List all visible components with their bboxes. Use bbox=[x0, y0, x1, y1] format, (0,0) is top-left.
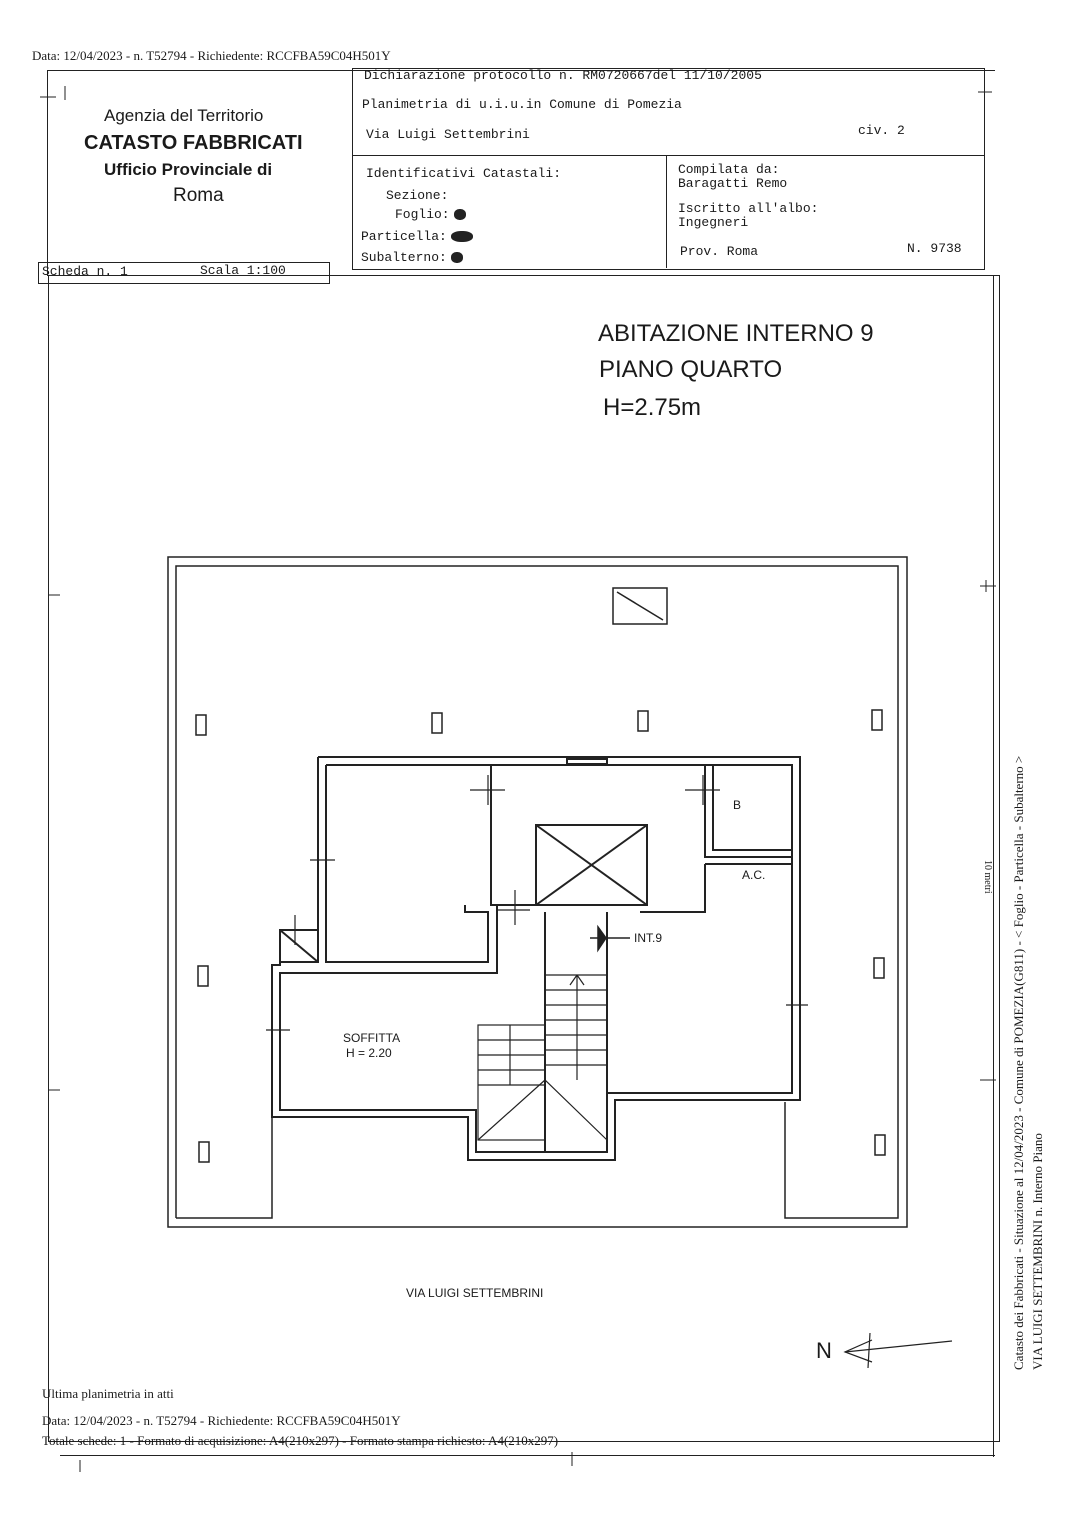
particella-label: Particella: bbox=[361, 229, 447, 244]
plan-title: ABITAZIONE INTERNO 9 bbox=[598, 320, 874, 347]
footer-format: Totale schede: 1 - Formato di acquisizio… bbox=[42, 1433, 559, 1448]
door-marks bbox=[266, 775, 808, 1031]
compiled-name: Baragatti Remo bbox=[678, 176, 788, 191]
vents bbox=[195, 709, 886, 1163]
request-line: Data: 12/04/2023 - n. T52794 - Richieden… bbox=[32, 48, 391, 63]
header-info-box bbox=[352, 68, 985, 270]
room-b-label: B bbox=[733, 798, 742, 812]
scala: Scala 1:100 bbox=[200, 263, 286, 278]
soffitta-height: H = 2.20 bbox=[346, 1046, 392, 1060]
agency-catasto: CATASTO FABBRICATI bbox=[84, 132, 303, 154]
north-arrow-icon bbox=[843, 1332, 953, 1369]
header-divider bbox=[352, 155, 985, 156]
scale-bar-label: 10 metri bbox=[982, 860, 993, 894]
street-label: VIA LUIGI SETTEMBRINI bbox=[406, 1286, 544, 1300]
terrace-inner-left bbox=[176, 1118, 273, 1219]
header-vdivider bbox=[666, 155, 667, 268]
drawing-frame bbox=[48, 275, 1000, 1442]
compiled-label: Compilata da: bbox=[678, 162, 780, 177]
agency-name: Agenzia del Territorio bbox=[104, 106, 264, 125]
foglio-label: Foglio: bbox=[395, 207, 450, 222]
stairs bbox=[477, 974, 608, 1141]
redaction bbox=[450, 231, 473, 243]
plan-floor: PIANO QUARTO bbox=[599, 356, 783, 383]
ident-title: Identificativi Catastali: bbox=[366, 166, 562, 181]
declaration: Dichiarazione protocollo n. RM0720667del… bbox=[364, 68, 762, 83]
registration-number: N. 9738 bbox=[907, 241, 962, 256]
redaction bbox=[453, 209, 466, 221]
skylight bbox=[612, 587, 668, 625]
side-caption-2: VIA LUIGI SETTEMBRINI n. Interno Piano bbox=[1030, 1133, 1045, 1370]
side-caption-1: Catasto dei Fabbricati - Situazione al 1… bbox=[1011, 755, 1026, 1370]
right-line bbox=[993, 275, 994, 1457]
walls bbox=[271, 756, 801, 1161]
civic-number: civ. 2 bbox=[858, 123, 905, 138]
header-frame bbox=[47, 70, 995, 276]
int9-label: INT.9 bbox=[634, 931, 663, 945]
redaction bbox=[450, 252, 463, 264]
north-label: N bbox=[816, 1338, 832, 1363]
subalterno-label: Subalterno: bbox=[361, 250, 447, 265]
terrace-inner bbox=[175, 565, 899, 1219]
agency-city: Roma bbox=[173, 185, 224, 206]
soffitta-label: SOFFITTA bbox=[343, 1031, 401, 1045]
planimetria: Planimetria di u.i.u.in Comune di Pomezi… bbox=[362, 97, 682, 112]
entrance-icon bbox=[590, 924, 630, 953]
albo-value: Ingegneri bbox=[678, 215, 749, 230]
footer-request: Data: 12/04/2023 - n. T52794 - Richieden… bbox=[42, 1413, 401, 1428]
particella-field: Particella: bbox=[361, 229, 473, 244]
scheda: Scheda n. 1 bbox=[42, 264, 128, 279]
sezione-label: Sezione: bbox=[386, 188, 449, 203]
scheda-box bbox=[38, 262, 330, 284]
albo-label: Iscritto all'albo: bbox=[678, 201, 819, 216]
terrace-outline bbox=[167, 556, 908, 1228]
agency-office: Ufficio Provinciale di bbox=[104, 160, 273, 179]
room-ac-label: A.C. bbox=[742, 868, 766, 882]
bottom-line bbox=[60, 1455, 995, 1456]
foglio-field: Foglio: bbox=[395, 207, 466, 222]
subalterno-field: Subalterno: bbox=[361, 250, 463, 265]
street: Via Luigi Settembrini bbox=[366, 127, 530, 142]
plan-height: H=2.75m bbox=[603, 394, 702, 421]
registration-ticks bbox=[40, 86, 996, 1472]
last-plan-note: Ultima planimetria in atti bbox=[42, 1386, 174, 1401]
province: Prov. Roma bbox=[680, 244, 759, 259]
